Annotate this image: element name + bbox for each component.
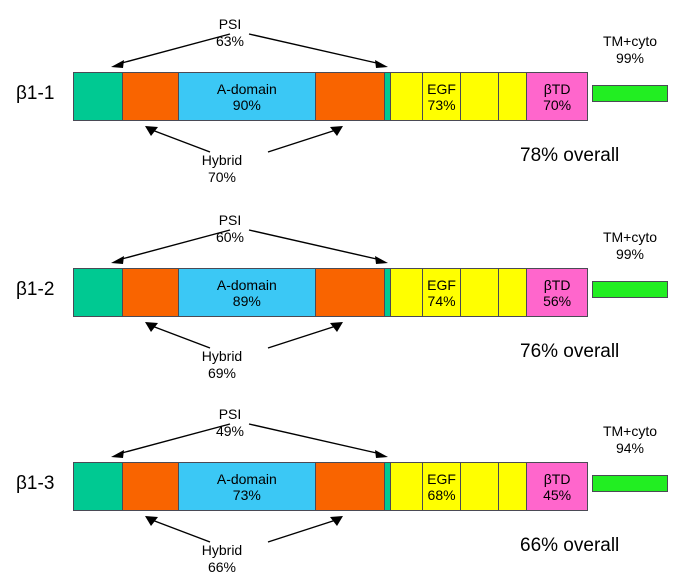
hybrid-annotation-pct: 66%	[207, 559, 237, 575]
tm-cyto-pct: 99%	[615, 50, 645, 66]
hybrid-annotation: Hybrid 66%	[172, 542, 272, 576]
psi-annotation: PSI 60%	[180, 212, 280, 246]
hybrid-arrow	[145, 322, 343, 349]
domain-segment-psi-c	[384, 269, 391, 316]
tm-cyto-pct: 94%	[615, 440, 645, 456]
domain-segment-name: βTD	[543, 80, 571, 97]
domain-segment-psi-c	[384, 463, 391, 510]
psi-annotation: PSI 49%	[180, 406, 280, 440]
domain-segment-pct: 74%	[427, 292, 456, 309]
domain-segment-pct: 68%	[427, 486, 456, 503]
psi-annotation: PSI 63%	[180, 16, 280, 50]
domain-segment-name: EGF	[427, 276, 456, 293]
overall-identity-label: 66% overall	[520, 535, 620, 556]
isoform-row-2: β1-2 PSI 60% Hybrid 69%	[0, 196, 685, 392]
tm-cyto-annotation: TM+cyto 99%	[578, 33, 682, 67]
domain-segment-pct: 45%	[543, 486, 572, 503]
tm-cyto-name: TM+cyto	[602, 33, 658, 49]
overall-identity-label: 76% overall	[520, 341, 620, 362]
tm-cyto-bar	[592, 281, 668, 298]
hybrid-annotation-pct: 69%	[207, 365, 237, 381]
domain-segment-egf-3	[461, 269, 500, 316]
domain-segment-hybrid-n	[122, 463, 179, 510]
psi-annotation-pct: 63%	[215, 33, 245, 49]
overall-identity-label: 78% overall	[520, 145, 620, 166]
domain-segment-name: βTD	[543, 276, 571, 293]
domain-segment-name: EGF	[427, 470, 456, 487]
domain-segment-psi-n	[74, 463, 123, 510]
hybrid-annotation-name: Hybrid	[201, 348, 243, 364]
tm-cyto-annotation: TM+cyto 99%	[578, 229, 682, 263]
domain-segment-psi-c	[384, 73, 391, 120]
domain-segment-egf-4	[499, 463, 528, 510]
hybrid-annotation: Hybrid 70%	[172, 152, 272, 186]
tm-cyto-pct: 99%	[615, 246, 645, 262]
psi-annotation-name: PSI	[218, 212, 242, 228]
domain-segment-hybrid-c	[316, 463, 385, 510]
domain-segment-egf-1	[390, 73, 423, 120]
isoform-label: β1-2	[16, 279, 55, 300]
domain-segment-egf-4	[499, 269, 528, 316]
tm-cyto-name: TM+cyto	[602, 423, 658, 439]
domain-segment-psi-n	[74, 269, 123, 316]
tm-cyto-name: TM+cyto	[602, 229, 658, 245]
domain-segment-egf-1	[390, 269, 423, 316]
hybrid-arrow	[145, 516, 343, 543]
domain-segment-pct: 73%	[232, 486, 261, 503]
domain-segment-name: A-domain	[216, 276, 277, 293]
domain-segment-egf-3	[461, 73, 500, 120]
domain-segment-hybrid-c	[316, 73, 385, 120]
domain-segment-name: EGF	[427, 80, 456, 97]
domain-segment-name: A-domain	[216, 470, 277, 487]
tm-cyto-bar	[592, 85, 668, 102]
psi-annotation-pct: 60%	[215, 229, 245, 245]
domain-segment-name: A-domain	[216, 80, 277, 97]
isoform-label: β1-1	[16, 83, 55, 104]
tm-cyto-bar	[592, 475, 668, 492]
isoform-row-3: β1-3 PSI 49% Hybrid 66%	[0, 390, 685, 586]
domain-segment-egf-4	[499, 73, 528, 120]
hybrid-annotation: Hybrid 69%	[172, 348, 272, 382]
isoform-row-1: β1-1 PSI 63% Hybrid 70%	[0, 0, 685, 196]
domain-segment-pct: 73%	[427, 96, 456, 113]
domain-segment-pct: 56%	[543, 292, 572, 309]
domain-segment-egf-1	[390, 463, 423, 510]
domain-segment-hybrid-n	[122, 269, 179, 316]
tm-cyto-annotation: TM+cyto 94%	[578, 423, 682, 457]
domain-segment-pct: 89%	[232, 292, 261, 309]
hybrid-annotation-name: Hybrid	[201, 152, 243, 168]
psi-annotation-name: PSI	[218, 16, 242, 32]
isoform-label: β1-3	[16, 473, 55, 494]
psi-annotation-name: PSI	[218, 406, 242, 422]
hybrid-arrow	[145, 126, 343, 153]
domain-segment-hybrid-n	[122, 73, 179, 120]
domain-segment-pct: 70%	[543, 96, 572, 113]
psi-annotation-pct: 49%	[215, 423, 245, 439]
hybrid-annotation-pct: 70%	[207, 169, 237, 185]
domain-segment-hybrid-c	[316, 269, 385, 316]
domain-segment-name: βTD	[543, 470, 571, 487]
domain-segment-psi-n	[74, 73, 123, 120]
domain-segment-egf-3	[461, 463, 500, 510]
domain-segment-pct: 90%	[232, 96, 261, 113]
hybrid-annotation-name: Hybrid	[201, 542, 243, 558]
